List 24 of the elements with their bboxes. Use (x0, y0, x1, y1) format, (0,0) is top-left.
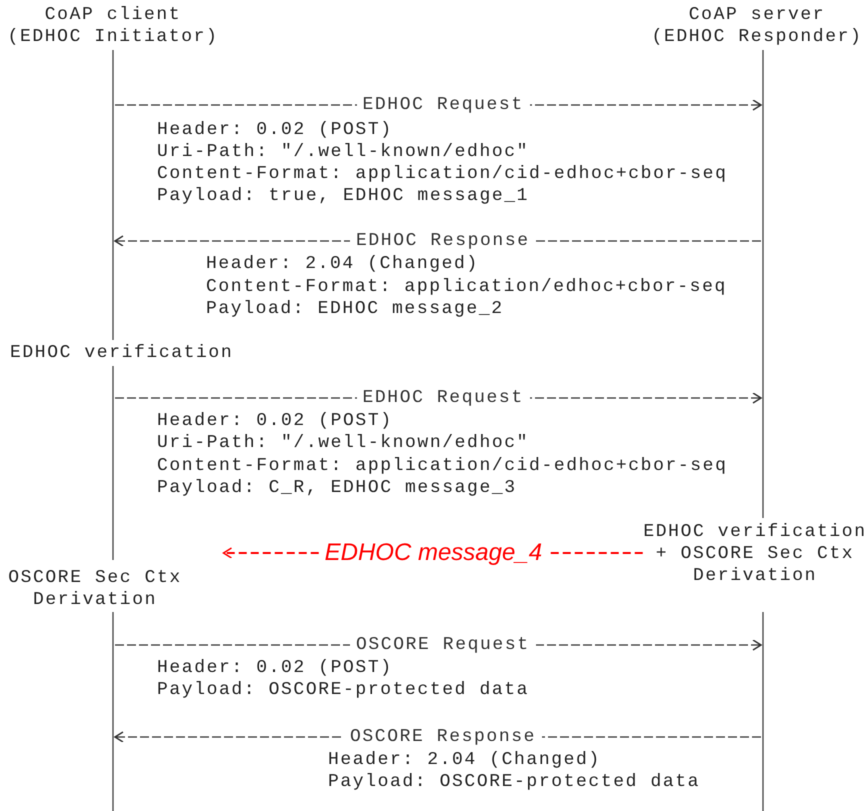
message-field: Payload: C_R, EDHOC message_3 (157, 477, 517, 499)
message-field: Payload: EDHOC message_2 (206, 298, 504, 320)
message-field: Content-Format: application/cid-edhoc+cbor-seq (157, 455, 728, 477)
edge-label: EDHOC Request (356, 387, 530, 409)
edge-label: OSCORE Request (350, 634, 536, 656)
message-field: Uri-Path: "/.well-known/edhoc" (157, 432, 530, 454)
message-field: Header: 0.02 (POST) (157, 410, 393, 432)
message-field: Payload: OSCORE-protected data (328, 771, 700, 793)
message-field: Header: 2.04 (Changed) (328, 749, 601, 771)
participant-label: CoAP server (EDHOC Responder) (650, 4, 864, 48)
participant-label: CoAP client (EDHOC Initiator) (6, 4, 220, 48)
note-text: OSCORE Sec Ctx Derivation (7, 567, 183, 611)
message-field: Content-Format: application/cid-edhoc+cbor-seq (157, 163, 728, 185)
message-field: Payload: OSCORE-protected data (157, 679, 530, 701)
message-field: Header: 0.02 (POST) (157, 657, 393, 679)
message-field: Payload: true, EDHOC message_1 (157, 185, 530, 207)
edge-label: OSCORE Response (344, 726, 542, 748)
edge-label: EDHOC Response (350, 230, 536, 252)
edge-label: EDHOC Request (356, 94, 530, 116)
message-field: Uri-Path: "/.well-known/edhoc" (157, 141, 530, 163)
note-text: EDHOC verification + OSCORE Sec Ctx Derivation (642, 521, 866, 587)
message-field: Content-Format: application/edhoc+cbor-seq (206, 276, 727, 298)
message-field: Header: 0.02 (POST) (157, 119, 393, 141)
message-field: Header: 2.04 (Changed) (206, 253, 479, 275)
